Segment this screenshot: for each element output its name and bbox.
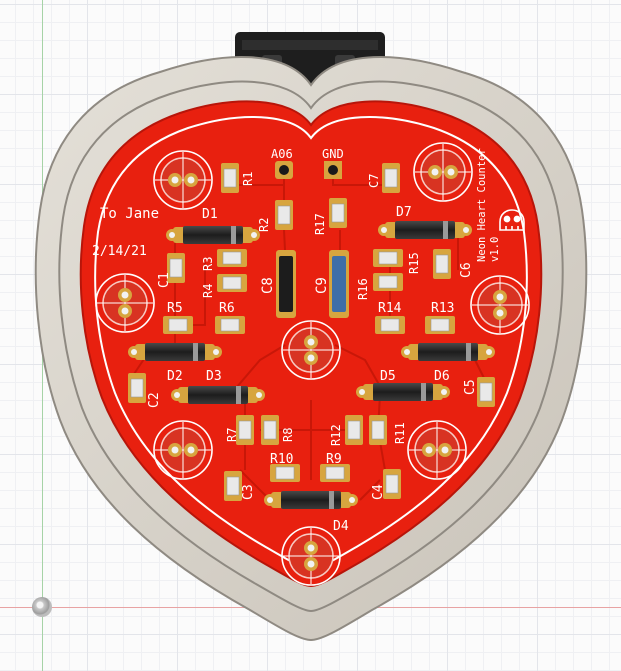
label-c8: C8 xyxy=(260,277,276,294)
label-d2: D2 xyxy=(167,369,183,384)
label-r1: R1 xyxy=(241,172,255,186)
label-r3: R3 xyxy=(201,257,215,271)
diode-d7[interactable] xyxy=(378,221,472,239)
diode-d5[interactable] xyxy=(356,383,450,401)
component-r2[interactable] xyxy=(275,200,293,230)
component-c6[interactable] xyxy=(433,249,451,279)
diode-d1[interactable] xyxy=(166,226,260,244)
label-r11: R11 xyxy=(393,422,407,444)
label-c2: C2 xyxy=(147,392,162,408)
label-d3: D3 xyxy=(206,369,222,384)
neon-lamp-icon xyxy=(413,142,473,202)
component-c2[interactable] xyxy=(128,373,146,403)
label-d5: D5 xyxy=(380,369,396,384)
skull-logo-icon xyxy=(499,209,525,231)
heart-case-inner-rim xyxy=(58,80,564,613)
label-gnd: GND xyxy=(322,147,344,161)
neon-lamp-icon xyxy=(470,275,530,335)
neon-lamp-icon xyxy=(281,320,341,380)
neon-lamp-icon xyxy=(95,273,155,333)
dedication-text: To Jane xyxy=(100,206,159,222)
component-r4[interactable] xyxy=(217,274,247,292)
component-r10[interactable] xyxy=(270,464,300,482)
diode-d4[interactable] xyxy=(264,491,358,509)
component-r9[interactable] xyxy=(320,464,350,482)
label-c5: C5 xyxy=(463,379,478,395)
label-d4: D4 xyxy=(333,519,349,534)
label-c3: C3 xyxy=(241,484,256,500)
component-c5[interactable] xyxy=(477,377,495,407)
component-c7[interactable] xyxy=(382,163,400,193)
label-r6: R6 xyxy=(219,301,235,316)
component-r5[interactable] xyxy=(163,316,193,334)
label-a06: A06 xyxy=(271,147,293,161)
label-c9: C9 xyxy=(314,277,330,294)
label-r7: R7 xyxy=(225,428,239,442)
label-c7: C7 xyxy=(367,174,381,188)
label-r8: R8 xyxy=(281,428,295,442)
component-r17[interactable] xyxy=(329,198,347,228)
label-r5: R5 xyxy=(167,301,183,316)
neon-lamp-icon xyxy=(153,150,213,210)
component-r3[interactable] xyxy=(217,249,247,267)
label-r12: R12 xyxy=(329,424,343,446)
component-r12[interactable] xyxy=(345,415,363,445)
label-r17: R17 xyxy=(313,213,327,235)
component-c8[interactable] xyxy=(276,250,296,318)
label-r14: R14 xyxy=(378,301,402,316)
diode-d3[interactable] xyxy=(171,386,265,404)
component-c3[interactable] xyxy=(224,471,242,501)
label-r13: R13 xyxy=(431,301,454,316)
origin-icon[interactable] xyxy=(32,597,52,617)
label-c4: C4 xyxy=(371,484,386,500)
test-point-a06[interactable] xyxy=(275,161,293,179)
test-point-gnd[interactable] xyxy=(324,161,342,179)
component-r11[interactable] xyxy=(369,415,387,445)
diode-d2[interactable] xyxy=(128,343,222,361)
component-c1[interactable] xyxy=(167,253,185,283)
component-r15[interactable] xyxy=(373,249,403,267)
label-d6: D6 xyxy=(434,369,450,384)
component-r13[interactable] xyxy=(425,316,455,334)
label-c1: C1 xyxy=(157,272,172,288)
component-r14[interactable] xyxy=(375,316,405,334)
label-r4: R4 xyxy=(201,284,215,298)
label-r2: R2 xyxy=(257,218,271,232)
board-version-text: v1.0 xyxy=(489,237,501,262)
neon-lamp-icon xyxy=(281,526,341,586)
neon-lamp-icon xyxy=(407,420,467,480)
component-r6[interactable] xyxy=(215,316,245,334)
label-r15: R15 xyxy=(407,252,421,274)
label-d7: D7 xyxy=(396,205,412,220)
component-c4[interactable] xyxy=(383,469,401,499)
label-r9: R9 xyxy=(326,452,342,467)
component-r16[interactable] xyxy=(373,273,403,291)
component-r1[interactable] xyxy=(221,163,239,193)
component-r8[interactable] xyxy=(261,415,279,445)
board-title-text: Neon Heart Counter xyxy=(476,148,488,262)
label-c6: C6 xyxy=(459,262,474,278)
date-text: 2/14/21 xyxy=(92,244,147,259)
diode-d6[interactable] xyxy=(401,343,495,361)
component-r7[interactable] xyxy=(236,415,254,445)
label-r10: R10 xyxy=(270,452,293,467)
label-r16: R16 xyxy=(356,278,370,300)
neon-lamp-sockets xyxy=(95,142,530,586)
component-c9[interactable] xyxy=(329,250,349,318)
label-d1: D1 xyxy=(202,207,218,222)
neon-lamp-icon xyxy=(153,420,213,480)
